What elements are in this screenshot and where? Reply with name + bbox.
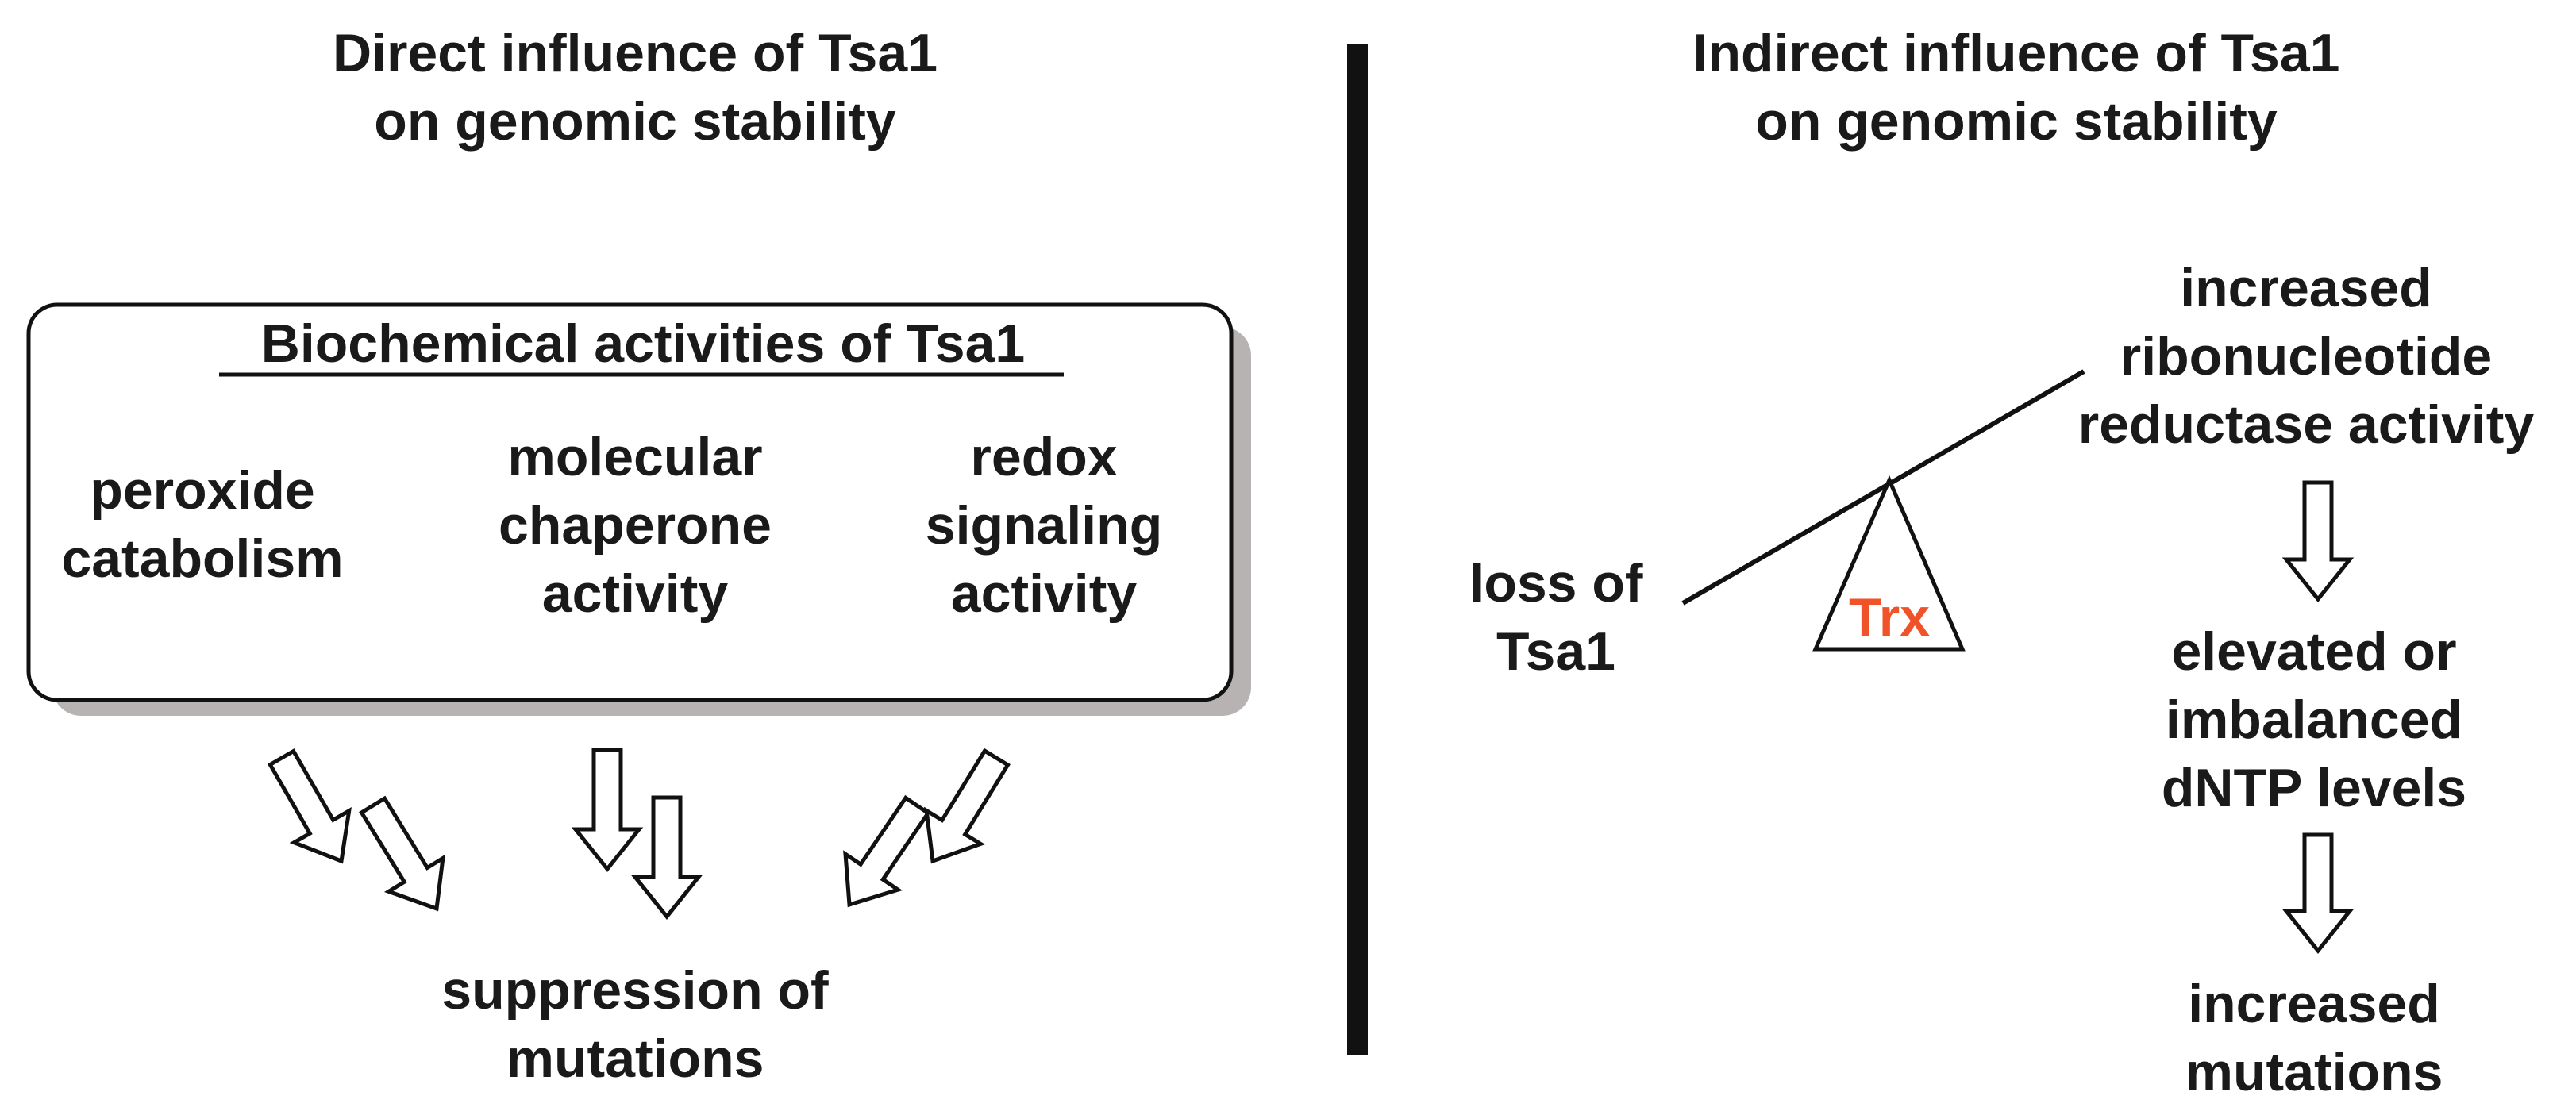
step3-line-1: increased [2188, 974, 2440, 1034]
activity-chaperone: molecular chaperone activity [445, 423, 826, 628]
activity-peroxide-line-1: peroxide [90, 460, 315, 521]
arrow-redox-2 [923, 748, 1011, 864]
step2-line-2: imbalanced [2165, 690, 2463, 750]
right-title-line-1: Indirect influence of Tsa1 [1692, 23, 2340, 83]
activity-chaperone-line-1: molecular [507, 427, 763, 487]
left-title-line-1: Direct influence of Tsa1 [332, 23, 938, 83]
fulcrum-label: Trx [1818, 583, 1961, 652]
arrow-peroxide-1 [267, 748, 352, 864]
step2-line-3: dNTP levels [2161, 758, 2467, 818]
arrows-group [267, 480, 2355, 955]
fulcrum-triangle [1812, 475, 1966, 652]
arrow-peroxide-2 [359, 795, 446, 912]
activities-box [26, 302, 1234, 702]
step-rnr-activity: increased ribonucleotide reductase activ… [2040, 254, 2572, 459]
box-heading-text: Biochemical activities of Tsa1 [260, 313, 1026, 374]
activity-redox: redox signaling activity [873, 423, 1215, 628]
step1-line-3: reductase activity [2077, 394, 2535, 455]
box-heading: Biochemical activities of Tsa1 [159, 310, 1127, 378]
step-dntp-levels: elevated or imbalanced dNTP levels [2064, 617, 2564, 822]
loss-line-1: loss of [1469, 553, 1643, 613]
activity-chaperone-line-3: activity [541, 563, 729, 624]
activity-redox-line-1: redox [970, 427, 1118, 487]
activity-peroxide-line-2: catabolism [61, 529, 344, 589]
left-title-line-2: on genomic stability [374, 91, 896, 152]
right-panel-title: Indirect influence of Tsa1 on genomic st… [1604, 19, 2429, 156]
activity-chaperone-line-2: chaperone [499, 495, 772, 556]
seesaw-beam [1681, 369, 2085, 606]
step-increased-mutations: increased mutations [2064, 970, 2564, 1106]
activity-redox-line-3: activity [950, 563, 1138, 624]
outcome-line-1: suppression of [441, 960, 829, 1021]
panel-divider [1347, 44, 1368, 1055]
trx-label: Trx [1848, 587, 1931, 648]
right-title-line-2: on genomic stability [1755, 91, 2278, 152]
arrow-chaperone-1 [571, 748, 644, 873]
arrow-redox-1 [843, 794, 931, 908]
activity-peroxide: peroxide catabolism [32, 456, 373, 593]
left-panel-title: Direct influence of Tsa1 on genomic stab… [246, 19, 1024, 156]
activity-redox-line-2: signaling [925, 495, 1163, 556]
step1-line-2: ribonucleotide [2120, 326, 2493, 386]
outcome-line-2: mutations [506, 1028, 764, 1089]
arrow-chaperone-2 [630, 795, 703, 921]
step2-line-1: elevated or [2171, 621, 2457, 682]
outcome-suppression: suppression of mutations [341, 956, 929, 1093]
step1-line-1: increased [2180, 258, 2432, 318]
arrow-step-1 [2281, 480, 2355, 603]
step3-line-2: mutations [2185, 1042, 2443, 1102]
loss-of-tsa1-label: loss of Tsa1 [1429, 549, 1683, 686]
loss-line-2: Tsa1 [1496, 621, 1615, 682]
arrow-step-2 [2281, 832, 2355, 955]
